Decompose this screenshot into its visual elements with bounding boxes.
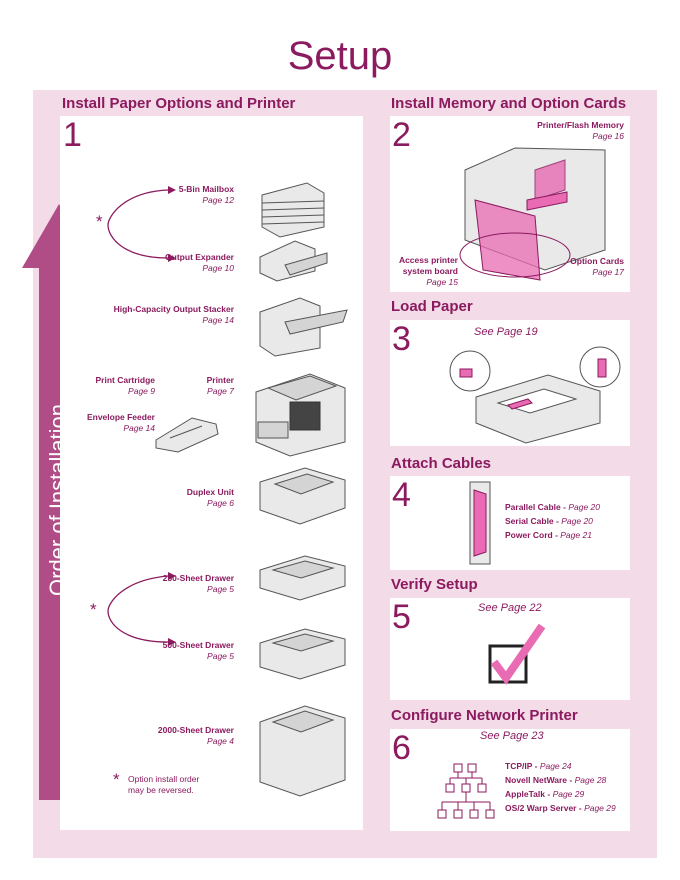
step-number-2: 2	[392, 116, 411, 154]
install-order-note: Option install order may be reversed.	[128, 774, 200, 795]
step-number-3: 3	[392, 320, 411, 358]
cable-item-serial: Serial Cable - Page 20	[505, 516, 593, 526]
network-list: TCP/IP - Page 24 Novell NetWare - Page 2…	[505, 759, 616, 815]
section-heading-load-paper: Load Paper	[391, 298, 473, 315]
section-heading-memory: Install Memory and Option Cards	[391, 95, 627, 112]
attach-cables-panel	[390, 476, 630, 570]
cable-item-power: Power Cord - Page 21	[505, 530, 592, 540]
step-number-5: 5	[392, 598, 411, 636]
network-item-appletalk: AppleTalk - Page 29	[505, 789, 585, 799]
star-marker-2: *	[90, 600, 97, 619]
envelope-feeder-illustration	[155, 417, 219, 453]
see-page-19: See Page 19	[474, 326, 538, 338]
duplex-unit-illustration	[259, 467, 346, 525]
step-number-4: 4	[392, 476, 411, 514]
cable-item-parallel: Parallel Cable - Page 20	[505, 502, 600, 512]
page-title: Setup	[287, 34, 393, 78]
step-number-6: 6	[392, 729, 411, 767]
network-diagram-icon	[437, 763, 495, 819]
output-expander-illustration	[259, 240, 328, 282]
2000-sheet-drawer-illustration	[259, 705, 346, 797]
mailbox-illustration	[261, 182, 325, 238]
see-page-22: See Page 22	[478, 602, 542, 614]
250-sheet-drawer-illustration	[259, 555, 346, 601]
see-page-23: See Page 23	[480, 730, 544, 742]
network-item-os2-warp: OS/2 Warp Server - Page 29	[505, 803, 616, 813]
checkmark-icon	[488, 623, 546, 685]
printer-illustration	[255, 373, 346, 457]
section-heading-paper-options: Install Paper Options and Printer	[62, 95, 296, 112]
output-stacker-illustration	[259, 297, 348, 357]
section-heading-network-printer: Configure Network Printer	[391, 707, 578, 724]
star-marker-1: *	[96, 212, 103, 231]
system-board-illustration	[459, 147, 606, 281]
network-item-netware: Novell NetWare - Page 28	[505, 775, 607, 785]
reversible-order-arrow-top	[107, 186, 176, 262]
network-printer-panel	[390, 729, 630, 831]
note-star: *	[113, 770, 120, 789]
reversible-order-arrow-bottom	[107, 572, 176, 646]
cable-list: Parallel Cable - Page 20 Serial Cable - …	[505, 500, 600, 542]
section-heading-attach-cables: Attach Cables	[391, 455, 492, 472]
500-sheet-drawer-illustration	[259, 628, 346, 680]
paper-tray-illustration	[449, 346, 621, 444]
step-number-1: 1	[63, 116, 82, 154]
parallel-port-illustration	[469, 481, 491, 565]
network-item-tcpip: TCP/IP - Page 24	[505, 761, 572, 771]
section-heading-verify-setup: Verify Setup	[391, 576, 478, 593]
